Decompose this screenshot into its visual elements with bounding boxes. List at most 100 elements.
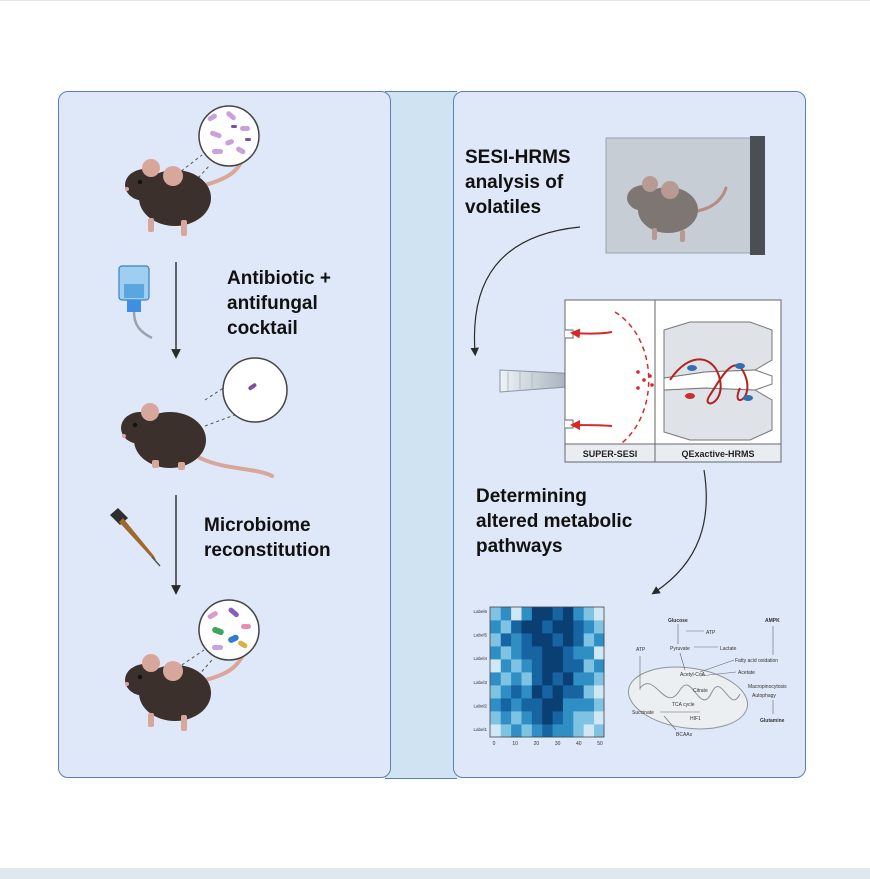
- heatmap-cell: [562, 646, 574, 660]
- heatmap-cell: [541, 646, 553, 660]
- enclosure-chamber: [605, 136, 765, 255]
- heatmap-cell: [490, 620, 501, 634]
- heatmap-cell: [552, 685, 563, 699]
- heatmap-cell: [541, 659, 553, 673]
- heatmap-cell: [490, 698, 501, 712]
- panel-connector: [385, 91, 457, 779]
- heatmap-cell: [510, 646, 522, 660]
- heatmap-cell: [572, 620, 584, 634]
- pathway-map: Glucose ATP Pyruvate Lactate AMPK Fatty …: [627, 618, 787, 738]
- pathway-hif1: HIF1: [690, 716, 701, 722]
- heatmap-cell: [583, 620, 595, 634]
- heatmap-cell: [593, 672, 605, 686]
- heatmap-cell: [552, 672, 563, 686]
- heatmap-cell: [541, 607, 553, 621]
- heatmap-cell: [521, 724, 532, 738]
- heatmap-cell: [521, 672, 532, 686]
- dropper-icon: [110, 508, 161, 567]
- heatmap-cell: [562, 685, 574, 699]
- heatmap-cell: [552, 659, 563, 673]
- top-border-line: [0, 0, 870, 1]
- heatmap-cell: [583, 646, 595, 660]
- heatmap-cell: [521, 659, 532, 673]
- antibiotic-cocktail-label: Antibiotic + antifungal cocktail: [227, 268, 331, 339]
- heatmap-cell: [562, 724, 574, 738]
- pathway-atp: ATP: [706, 630, 716, 636]
- heatmap-cell: [583, 659, 595, 673]
- super-sesi-label: SUPER-SESI: [583, 449, 638, 459]
- heatmap-cell: [541, 620, 553, 634]
- heatmap-x-tick: 50: [597, 741, 603, 747]
- left-panel: [58, 91, 391, 778]
- heatmap-cell: [500, 607, 512, 621]
- heatmap-cell: [593, 646, 605, 660]
- heatmap-cell: [521, 685, 532, 699]
- pathway-glucose: Glucose: [668, 618, 688, 624]
- pathway-acetyl-coa: Acetyl-CoA: [680, 672, 706, 678]
- heatmap-cell: [593, 607, 605, 621]
- pathway-macropinocytosis: Macropinocytosis: [748, 684, 787, 690]
- arrow-curved-1: [470, 226, 581, 357]
- heatmap-cell: [510, 607, 522, 621]
- microbiome-reconstitution-label: Microbiome reconstitution: [204, 515, 331, 561]
- heatmap-cell: [572, 659, 584, 673]
- heatmap-cell: [562, 607, 574, 621]
- heatmap-cell: [562, 659, 574, 673]
- heatmap-cell: [552, 698, 563, 712]
- heatmap-cell: [531, 607, 543, 621]
- heatmap-cell: [562, 698, 574, 712]
- pathway-acetate: Acetate: [738, 670, 755, 676]
- heatmap-cell: [521, 607, 532, 621]
- gut-bacteria-inset-icon: [198, 105, 260, 167]
- restored-bacteria-inset-icon: [198, 599, 260, 661]
- pathway-lactate: Lactate: [720, 646, 737, 652]
- heatmap-row-label: Label5: [473, 633, 487, 638]
- heatmap-cell: [562, 711, 574, 725]
- heatmap-cell: [531, 711, 543, 725]
- heatmap-cell: [552, 711, 563, 725]
- mouse-middle: [121, 384, 274, 478]
- heatmap-cell: [531, 698, 543, 712]
- heatmap-cell: [583, 672, 595, 686]
- heatmap-cell: [500, 646, 512, 660]
- heatmap-cell: [572, 646, 584, 660]
- heatmap-cell: [593, 633, 605, 647]
- pathway-atp-2: ATP: [636, 647, 646, 653]
- heatmap-cell: [510, 724, 522, 738]
- pathway-fatty-acid-oxidation: Fatty acid oxidation: [735, 658, 778, 664]
- heatmap-cell: [490, 607, 501, 621]
- depleted-bacteria-inset-icon: [222, 357, 288, 423]
- heatmap-cell: [490, 724, 501, 738]
- pathway-succinate: Succinate: [632, 710, 654, 716]
- heatmap-cell: [541, 685, 553, 699]
- heatmap-cell: [500, 685, 512, 699]
- pathway-tca-cycle: TCA cycle: [672, 702, 695, 708]
- heatmap-cell: [583, 724, 595, 738]
- mouse-bottom: [125, 649, 245, 731]
- heatmap-cell: [510, 698, 522, 712]
- heatmap-cell: [552, 724, 563, 738]
- heatmap-x-tick: 30: [555, 741, 561, 747]
- heatmap-cell: [593, 685, 605, 699]
- heatmap-cell: [521, 620, 532, 634]
- heatmap-cell: [583, 607, 595, 621]
- altered-pathways-label: Determining altered metabolic pathways: [476, 486, 633, 557]
- heatmap-cell: [500, 633, 512, 647]
- heatmap-cell: [500, 711, 512, 725]
- pathway-pyruvate: Pyruvate: [670, 646, 690, 652]
- sesi-hrms-label: SESI-HRMS analysis of volatiles: [465, 147, 571, 218]
- heatmap-cell: [572, 633, 584, 647]
- heatmap-cell: [593, 724, 605, 738]
- heatmap-row-label: Label6: [473, 609, 487, 614]
- arrow-curved-2: [651, 469, 707, 595]
- heatmap-cell: [583, 711, 595, 725]
- heatmap-cell: [552, 620, 563, 634]
- heatmap-cell: [572, 698, 584, 712]
- heatmap-cell: [541, 672, 553, 686]
- heatmap-cell: [593, 711, 605, 725]
- heatmap-cell: [572, 724, 584, 738]
- heatmap-cell: [562, 672, 574, 686]
- heatmap-cell: [521, 711, 532, 725]
- pathway-glutamine: Glutamine: [760, 718, 785, 724]
